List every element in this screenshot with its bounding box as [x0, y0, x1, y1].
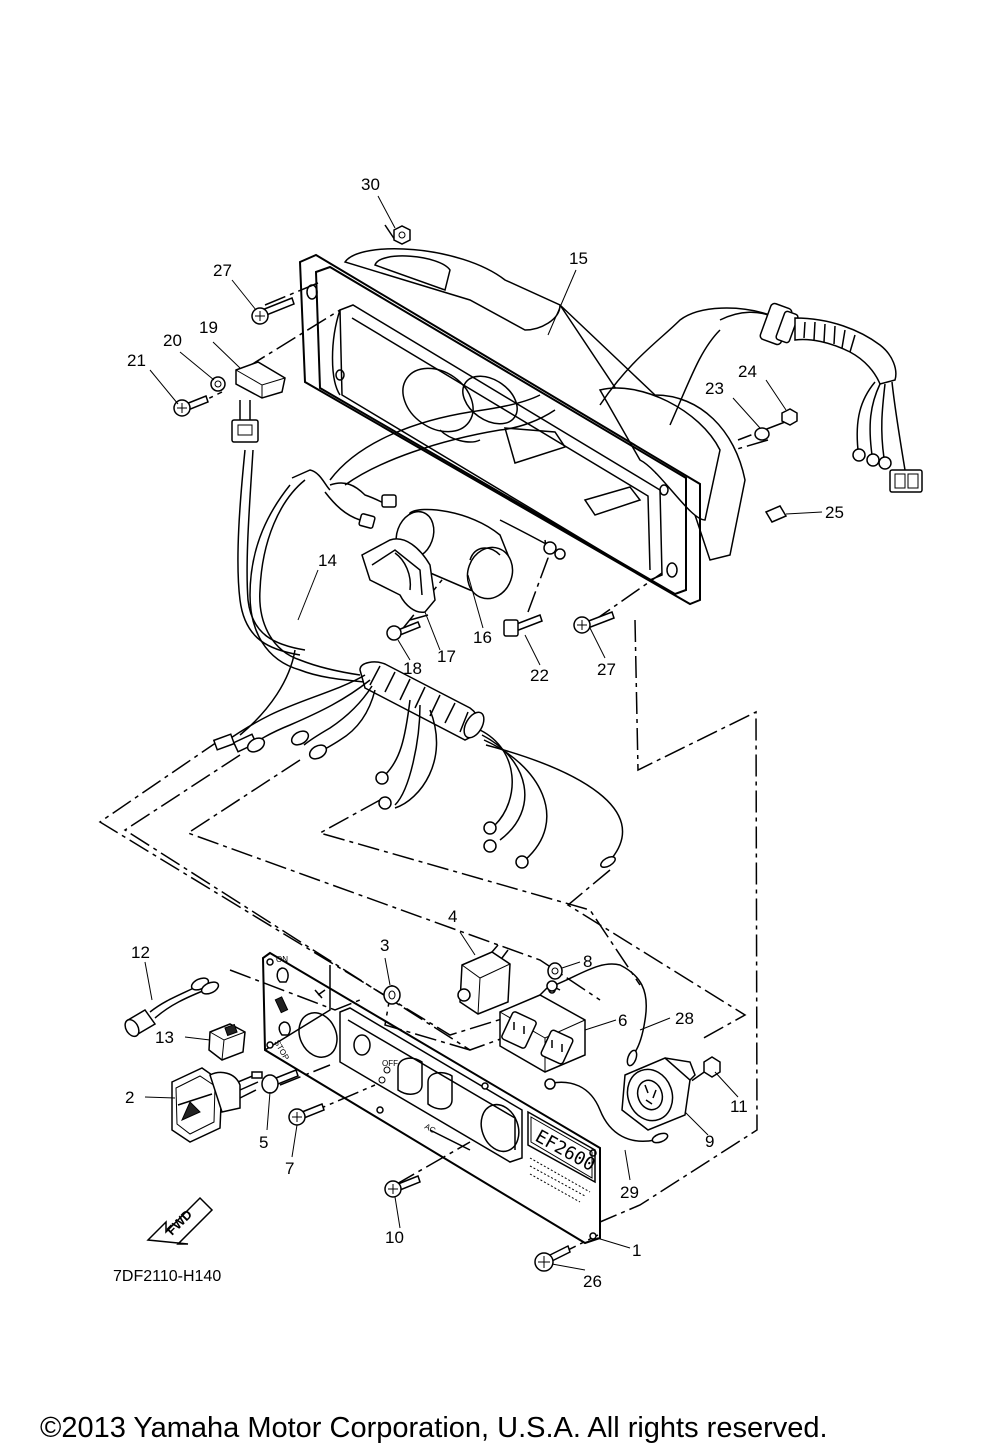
control-panel-1: EF2600 ON STOP AC OFF	[261, 951, 601, 1245]
wire-harness-right	[719, 302, 923, 493]
callout-2: 2	[125, 1088, 134, 1107]
panel-stop-label: STOP	[272, 1039, 291, 1062]
screw-21	[173, 395, 209, 417]
callout-numbers: 30 27 15 19 20 21 24 23 25 14 16 17 18 2…	[125, 175, 844, 1291]
callout-28: 30	[361, 175, 380, 194]
nut-11	[703, 1056, 721, 1078]
hardware	[173, 225, 798, 1272]
grommet-8	[547, 962, 563, 980]
capacitor-assembly	[361, 508, 514, 621]
drawing-code: 7DF2110-H140	[113, 1268, 221, 1285]
wire-12	[124, 977, 220, 1038]
callout-7: 7	[285, 1159, 294, 1178]
callout-5: 5	[259, 1133, 268, 1152]
callout-8: 8	[583, 952, 592, 971]
hour-meter-2	[171, 1067, 263, 1143]
switch-13	[208, 1023, 246, 1061]
callout-16: 16	[473, 628, 492, 647]
panel-on-label: ON	[276, 955, 288, 964]
screw-18	[386, 621, 421, 641]
callout-6: 6	[618, 1011, 627, 1030]
callout-11: 11	[730, 1097, 748, 1116]
callout-12: 12	[131, 943, 150, 962]
callout-9: 9	[705, 1132, 714, 1151]
callout-13: 13	[155, 1028, 174, 1047]
callout-21: 21	[127, 351, 146, 370]
screw-27-top	[251, 297, 295, 325]
fwd-arrow-icon: FWD	[146, 1196, 214, 1245]
bolt-5	[261, 1069, 299, 1094]
callout-1: 1	[632, 1241, 641, 1260]
callout-14: 14	[318, 551, 337, 570]
callout-25: 25	[825, 503, 844, 522]
callout-3: 3	[380, 936, 389, 955]
callout-27-lower: 27	[597, 660, 616, 679]
cover-19	[235, 361, 286, 399]
copyright-text: ©2013 Yamaha Motor Corporation, U.S.A. A…	[40, 1412, 828, 1444]
callout-19: 19	[199, 318, 218, 337]
grommet-3	[383, 985, 401, 1005]
screw-10	[384, 1175, 421, 1198]
outlet-6	[499, 984, 586, 1073]
leader-lines	[144, 195, 823, 1271]
callout-4: 4	[448, 907, 457, 926]
screw-26	[534, 1244, 571, 1272]
breaker-4	[457, 944, 511, 1015]
bolt-22	[503, 614, 543, 637]
washer-20	[210, 376, 226, 392]
generator-frame	[298, 248, 771, 606]
callout-27-top: 27	[213, 261, 232, 280]
panel-off-label: OFF	[382, 1059, 398, 1068]
callout-26: 26	[583, 1272, 602, 1291]
screw-27-lower	[573, 611, 615, 634]
callout-22: 22	[530, 666, 549, 685]
callout-30: 29	[620, 1183, 639, 1202]
callout-24: 24	[738, 362, 757, 381]
nut-28	[393, 225, 411, 245]
callout-17: 17	[437, 647, 456, 666]
callout-10: 10	[385, 1228, 404, 1247]
callout-20: 20	[163, 331, 182, 350]
callout-18: 18	[403, 659, 422, 678]
wires-29-30	[544, 963, 669, 1144]
wire-harness-main	[212, 394, 624, 869]
callout-15: 15	[569, 249, 588, 268]
callout-29: 28	[675, 1009, 694, 1028]
nut-24	[781, 408, 798, 426]
receptacle-9	[621, 1057, 696, 1131]
pad-25	[764, 505, 788, 523]
callout-23: 23	[705, 379, 724, 398]
screw-7	[288, 1103, 325, 1126]
washer-23	[754, 427, 770, 441]
